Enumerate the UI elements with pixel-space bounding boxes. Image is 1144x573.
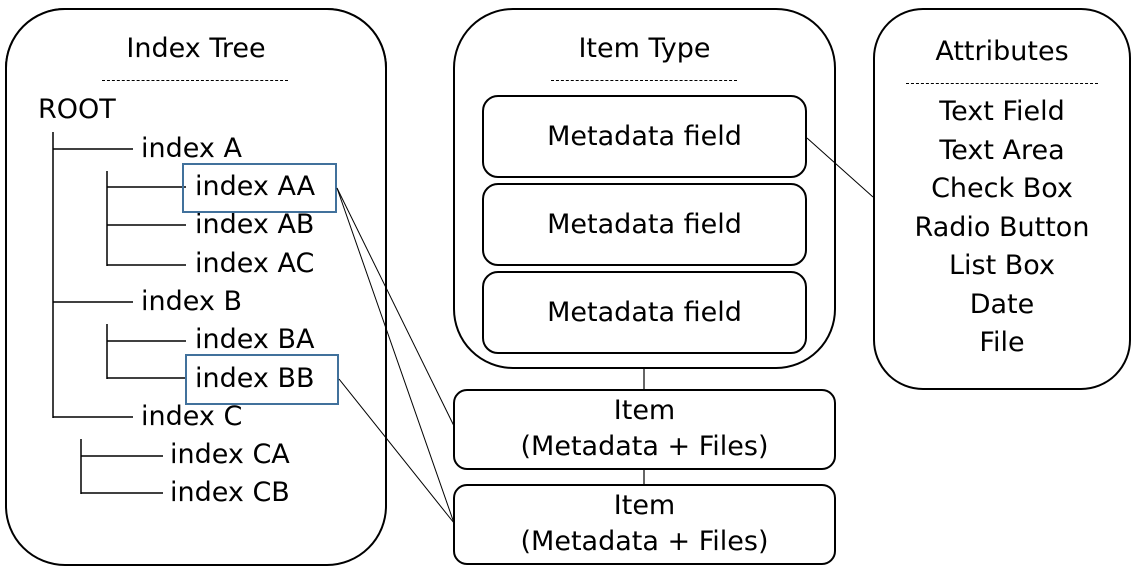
tree-node-index-bb[interactable]: index BB [195,363,315,394]
tree-node-index-ac[interactable]: index AC [195,248,315,279]
attribute-file: File [979,327,1025,358]
item-box-1-subtitle: (Metadata + Files) [520,431,769,462]
tree-root[interactable]: ROOT [38,94,116,125]
attribute-text-field: Text Field [939,96,1065,127]
tree-node-index-c[interactable]: index C [141,401,243,432]
item-box-1[interactable]: Item (Metadata + Files) [453,389,836,470]
attribute-radio-button: Radio Button [914,211,1090,243]
item-box-2[interactable]: Item (Metadata + Files) [453,484,836,565]
item-box-2-subtitle: (Metadata + Files) [520,526,769,557]
tree-node-index-ca[interactable]: index CA [170,439,290,470]
item-type-divider [551,80,737,81]
highlight-box-index-aa [182,163,337,213]
tree-node-index-ba[interactable]: index BA [195,324,315,355]
index-tree-title: Index Tree [126,33,266,64]
attribute-check-box: Check Box [931,173,1073,204]
attribute-text-area: Text Area [939,134,1065,166]
attribute-date: Date [969,288,1035,320]
item-box-1-title: Item [613,395,676,426]
index-tree-divider [102,80,288,81]
tree-node-index-aa[interactable]: index AA [195,171,316,202]
index-tree-panel-body [5,8,387,566]
item-type-title: Item Type [578,33,711,64]
metadata-field-1[interactable]: Metadata field [482,95,807,178]
attributes-panel [873,8,1131,390]
metadata-field-2[interactable]: Metadata field [482,183,807,266]
attributes-title: Attributes [935,36,1069,67]
highlight-box-index-bb [185,354,339,405]
tree-node-index-ab[interactable]: index AB [195,209,315,240]
tree-node-index-cb[interactable]: index CB [170,477,290,508]
tree-node-index-a[interactable]: index A [141,133,242,164]
attributes-list: Text Field Text Area Check Box Radio But… [873,93,1131,363]
tree-node-index-b[interactable]: index B [141,286,242,317]
item-box-2-title: Item [613,490,676,521]
attributes-divider [906,83,1098,84]
attribute-list-box: List Box [949,250,1055,281]
metadata-field-3[interactable]: Metadata field [482,271,807,354]
